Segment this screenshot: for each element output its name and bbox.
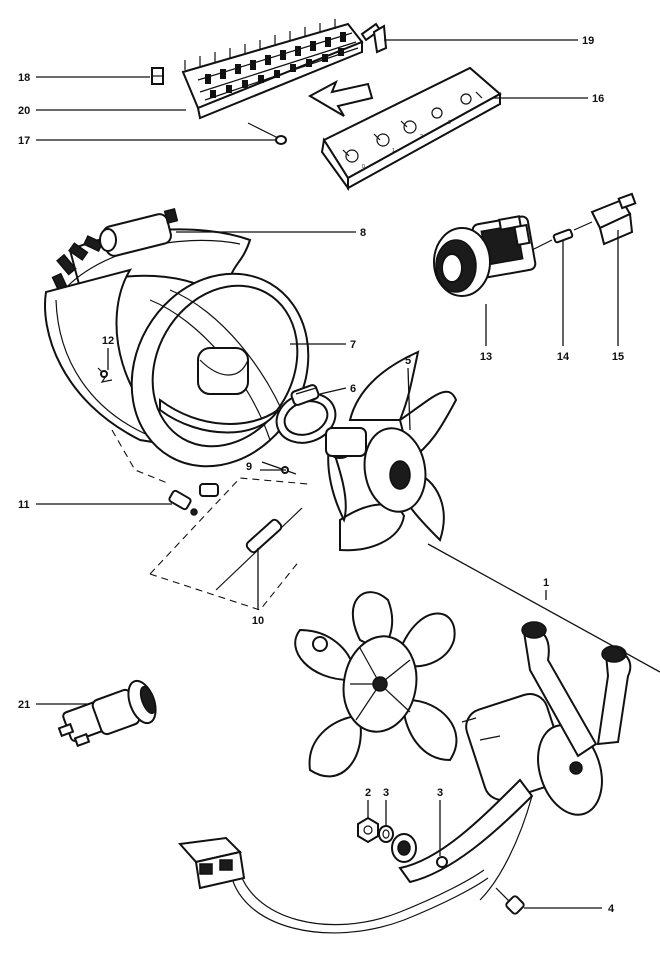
callout-8: 8 (360, 227, 366, 239)
callout-19: 19 (582, 35, 594, 47)
fuse-box (181, 19, 364, 120)
terminal-connectors (168, 483, 219, 516)
switch-mark-0: 0 (362, 164, 365, 170)
callout-11: 11 (18, 499, 30, 511)
callout-14: 14 (557, 351, 570, 363)
callout-3a: 3 (383, 787, 389, 799)
callout-17: 17 (18, 135, 30, 147)
callout-18: 18 (18, 72, 30, 84)
callout-9: 9 (246, 461, 252, 473)
fuse-box-screw (247, 122, 287, 145)
rubber-bushing (391, 833, 417, 863)
wire-terminal (261, 461, 297, 475)
housing-ring (130, 272, 310, 468)
bolt (495, 887, 525, 915)
assembly-direction-arrow (307, 79, 374, 117)
callout-7: 7 (350, 339, 356, 351)
callout-12: 12 (102, 335, 114, 347)
switch-mark-2: 2 (420, 134, 423, 140)
motor-bracket (398, 621, 632, 901)
callout-10: 10 (252, 615, 264, 627)
harness-plug (177, 836, 246, 890)
retaining-clip (97, 367, 113, 383)
mounting-clip (151, 67, 164, 85)
fuse-box-cover-clip (360, 22, 388, 54)
connector-wire (531, 221, 593, 251)
callout-13: 13 (480, 351, 492, 363)
switch-mark-3: 3 (448, 120, 451, 126)
rotary-switch (433, 215, 537, 297)
callout-labels: 1 2 3 3 4 5 6 7 8 9 10 11 12 13 14 15 16… (18, 35, 624, 915)
fastener-hardware (357, 816, 525, 915)
callout-20: 20 (18, 105, 30, 117)
heater-switch-assembly (433, 192, 637, 297)
thermo-switch (57, 679, 157, 748)
resistor-wiring (111, 429, 309, 611)
leader-lines (36, 39, 660, 909)
nut (357, 816, 379, 844)
callout-15: 15 (612, 351, 624, 363)
callout-2: 2 (365, 787, 371, 799)
blower-housing-assembly (44, 208, 310, 468)
fan-motor (461, 693, 603, 816)
washer (378, 825, 394, 843)
switch-mark-1: 1 (392, 148, 395, 154)
switch-panel: 0 1 2 3 (320, 66, 502, 192)
callout-3b: 3 (437, 787, 443, 799)
plug-connector (590, 192, 637, 246)
wiring-harness (177, 836, 489, 934)
fuse-box-assembly: 0 1 2 3 (151, 19, 502, 192)
callout-21: 21 (18, 699, 30, 711)
callout-1: 1 (543, 577, 549, 589)
hose-clamp (275, 384, 337, 444)
callout-6: 6 (350, 383, 356, 395)
fan-impeller-lower (294, 591, 458, 778)
callout-16: 16 (592, 93, 604, 105)
fan-impeller-upper (325, 350, 458, 552)
fan-motor-assembly (294, 591, 632, 901)
callout-4: 4 (608, 903, 615, 915)
callout-5: 5 (405, 355, 411, 367)
